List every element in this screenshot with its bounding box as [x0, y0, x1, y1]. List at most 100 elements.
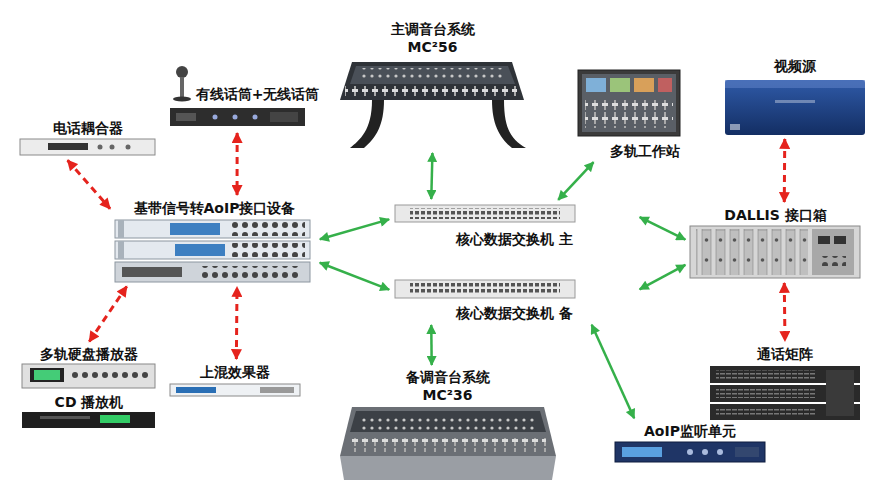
- interface-rack-units-part: [115, 241, 310, 259]
- microphone-icon-part: [173, 97, 191, 102]
- main-console-illustration-part: [350, 66, 515, 84]
- interface-rack-units-part: [115, 220, 310, 238]
- label-holder: 多轨工作站: [580, 141, 710, 160]
- microphone-receiver-unit-part: [233, 115, 238, 120]
- backup-console-illustration-part: [348, 438, 546, 452]
- device-node: 多轨工作站: [580, 68, 710, 160]
- microphone-receiver-unit: [170, 108, 305, 126]
- workstation-screen-part: [634, 78, 654, 92]
- baseband-link: [89, 286, 126, 341]
- device-node: 视频源: [722, 56, 868, 136]
- monitor-unit-part: [615, 442, 765, 462]
- main-console-illustration-part: [358, 68, 504, 82]
- baseband-link: [235, 287, 239, 359]
- device-label: 核心数据交换机 备: [456, 304, 573, 322]
- upmix-unit-part: [170, 384, 300, 396]
- microphone-icon-part: [176, 66, 188, 78]
- interface-rack-units-part: [230, 222, 305, 236]
- video-server-box-part: [730, 124, 740, 130]
- backup-console-illustration-part: [340, 407, 556, 456]
- microphone-receiver-unit-part: [170, 108, 305, 126]
- device-node: 上混效果器: [168, 362, 302, 398]
- main-console-illustration-part: [492, 100, 526, 148]
- interface-rack-units-part: [200, 266, 300, 278]
- device-node: DALLIS 接口箱: [688, 205, 863, 280]
- label-holder: 上混效果器: [168, 362, 302, 381]
- switch-units-part: [410, 208, 560, 219]
- video-server-box-part: [725, 80, 865, 135]
- interface-frame-part: [818, 256, 846, 266]
- aoip-link: [640, 265, 686, 289]
- hdd-player-unit-part: [30, 368, 64, 382]
- interface-rack-units-part: [175, 244, 225, 256]
- cd-player-unit-part: [40, 416, 90, 419]
- monitor-unit: [615, 442, 765, 462]
- aoip-link: [431, 153, 432, 199]
- device-label: 主调音台系统 MC²56: [378, 20, 488, 56]
- device-label: 基带信号转AoIP接口设备: [134, 199, 296, 217]
- switch-units-part: [395, 280, 575, 298]
- device-node: AoIP监听单元: [612, 421, 768, 464]
- device-label: 备调音台系统 MC²36: [393, 368, 503, 404]
- backup-console-illustration: [340, 407, 556, 480]
- interface-rack-units-part: [122, 267, 182, 277]
- aoip-link: [320, 263, 389, 290]
- label-holder: 基带信号转AoIP接口设备: [112, 198, 317, 217]
- device-node: 核心数据交换机 主: [392, 202, 637, 248]
- microphone-receiver-unit-part: [213, 115, 218, 120]
- interface-frame-part: [696, 229, 808, 275]
- phone-coupler-unit-part: [98, 145, 103, 150]
- microphone-receiver-unit-part: [176, 113, 196, 121]
- device-label: CD 播放机: [55, 393, 124, 411]
- microphone-icon-part: [180, 77, 184, 97]
- device-node: 主调音台系统 MC²56: [335, 20, 530, 150]
- monitor-unit-part: [622, 447, 662, 457]
- interface-rack-units-part: [170, 223, 220, 235]
- intercom-matrix-units-part: [716, 370, 816, 379]
- device-label: 多轨硬盘播放器: [40, 345, 138, 363]
- cd-player-unit-part: [22, 412, 155, 428]
- phone-coupler-unit: [20, 139, 155, 155]
- main-console-illustration: [340, 62, 526, 148]
- video-server-box: [725, 80, 865, 135]
- label-holder: AoIP监听单元: [612, 421, 768, 440]
- monitor-unit-part: [735, 447, 759, 457]
- interface-rack-units: [115, 220, 310, 282]
- phone-coupler-unit-part: [48, 143, 88, 150]
- workstation-screen-part: [585, 100, 673, 128]
- aoip-link: [320, 219, 389, 239]
- workstation-screen: [578, 70, 680, 136]
- device-node: 多轨硬盘播放器: [20, 344, 158, 390]
- switch-units: [395, 205, 575, 298]
- workstation-screen-part: [578, 70, 680, 136]
- label-holder: 通话矩阵: [707, 344, 863, 363]
- intercom-matrix-units-part: [826, 370, 854, 416]
- device-label: DALLIS 接口箱: [724, 206, 826, 224]
- monitor-unit-part: [717, 449, 723, 455]
- device-label: 视频源: [774, 57, 816, 75]
- interface-frame-part: [812, 229, 854, 275]
- device-label: 上混效果器: [200, 363, 270, 381]
- interface-frame: [690, 226, 860, 278]
- upmix-unit: [170, 384, 300, 396]
- device-label: 通话矩阵: [757, 345, 813, 363]
- intercom-matrix-units-part: [716, 408, 816, 416]
- label-holder: 主调音台系统 MC²56: [335, 20, 530, 56]
- device-node: 核心数据交换机 备: [392, 278, 637, 322]
- label-holder: 电话耦合器: [18, 118, 158, 137]
- phone-coupler-unit-part: [126, 145, 131, 150]
- main-console-illustration-part: [345, 86, 517, 98]
- label-holder: 有线话筒+无线话筒: [165, 84, 350, 103]
- baseband-link: [68, 160, 110, 208]
- video-server-box-part: [775, 100, 815, 103]
- device-label: 多轨工作站: [610, 142, 680, 160]
- aoip-link: [592, 325, 634, 419]
- backup-console-illustration-part: [340, 456, 556, 480]
- label-holder: 核心数据交换机 备: [392, 303, 637, 322]
- cd-player-unit-part: [100, 415, 130, 423]
- workstation-screen-part: [610, 78, 630, 92]
- upmix-unit-part: [260, 387, 294, 393]
- baseband-link: [783, 283, 787, 341]
- workstation-screen-part: [582, 74, 676, 132]
- workstation-screen-part: [586, 78, 606, 92]
